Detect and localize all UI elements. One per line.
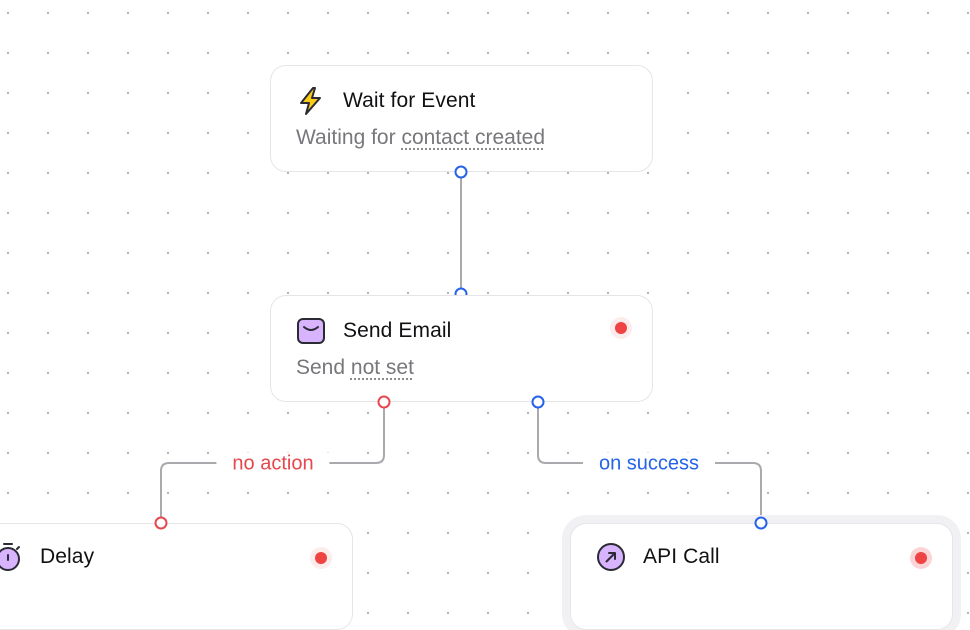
output-handle[interactable] [454, 165, 468, 179]
node-title: Delay [40, 545, 95, 568]
success-handle[interactable] [531, 395, 545, 409]
node-send-email[interactable]: Send Email Send not set [270, 295, 653, 402]
edge-label-no-action[interactable]: no action [216, 452, 330, 476]
node-wait-for-event[interactable]: Wait for Event Waiting for contact creat… [270, 65, 653, 172]
email-value-link[interactable]: not set [350, 356, 414, 379]
node-delay[interactable]: Delay [0, 523, 353, 630]
input-handle[interactable] [154, 516, 168, 530]
stopwatch-icon [0, 542, 23, 572]
input-handle[interactable] [754, 516, 768, 530]
lightning-bolt-icon [296, 86, 326, 116]
edge-label-on-success[interactable]: on success [582, 452, 716, 476]
error-status-dot [315, 552, 327, 564]
no-action-handle[interactable] [377, 395, 391, 409]
node-title: Send Email [343, 319, 452, 342]
node-title: Wait for Event [343, 89, 476, 112]
event-value-link[interactable]: contact created [401, 126, 546, 149]
arrow-up-right-icon [596, 542, 626, 572]
error-status-dot [615, 322, 627, 334]
node-subtitle: Send not set [296, 356, 414, 379]
envelope-icon [296, 316, 326, 346]
node-title: API Call [643, 545, 720, 568]
node-api-call[interactable]: API Call [570, 523, 953, 630]
node-subtitle: Waiting for contact created [296, 126, 546, 149]
error-status-dot [915, 552, 927, 564]
